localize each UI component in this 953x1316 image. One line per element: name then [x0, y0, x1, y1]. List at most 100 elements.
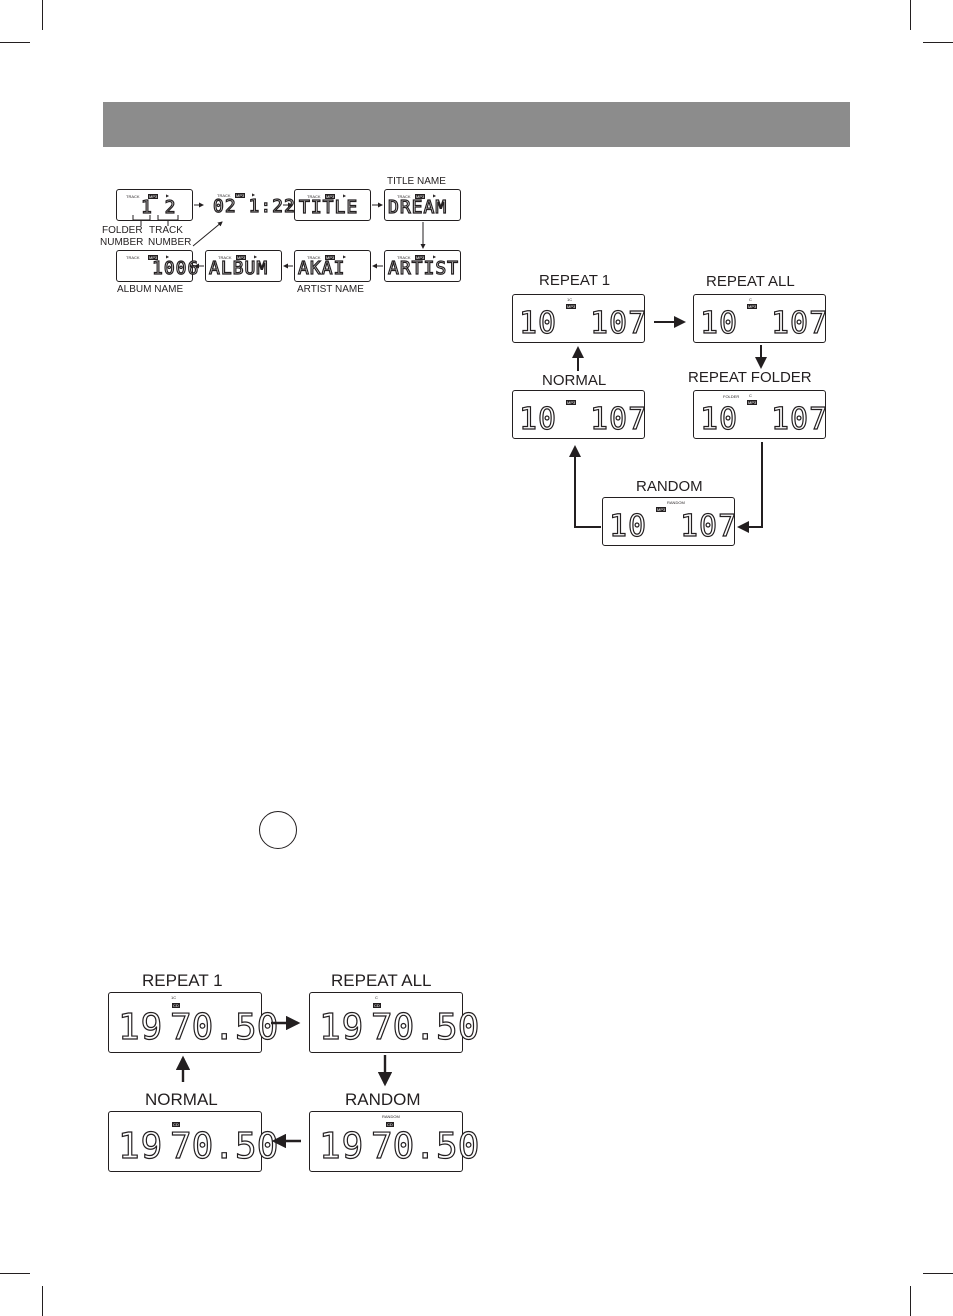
mp3-arrow-to-random — [737, 442, 763, 533]
track-indicator: TRACK — [307, 194, 321, 199]
display-album: ALBUM — [208, 258, 269, 279]
mp3-right-value: 107 — [770, 402, 829, 437]
cd-normal-label: NORMAL — [145, 1090, 218, 1109]
repeat-one-icon: 1C — [171, 995, 177, 1000]
cd-chip: CD — [373, 1003, 381, 1008]
cd-right-value: 70.50 — [169, 1126, 279, 1167]
cd-repeat-all-label: REPEAT ALL — [331, 971, 432, 990]
artist-name-label: ARTIST NAME — [297, 284, 364, 295]
cd-left-value: 19 — [318, 1126, 365, 1167]
mp3-right-value: 107 — [770, 306, 829, 341]
circle-mark — [259, 811, 297, 849]
mp3-chip: MP3 — [415, 194, 426, 199]
mp3-repeat-all-label: REPEAT ALL — [706, 273, 795, 290]
track-number-label-line1: TRACK — [149, 225, 183, 236]
mp3-chip: MP3 — [566, 304, 577, 309]
crop-mark — [42, 1286, 43, 1316]
track-indicator: TRACK — [126, 194, 140, 199]
repeat-one-icon: 1C — [567, 297, 573, 302]
track-number-label-line2: NUMBER — [148, 237, 192, 248]
repeat-icon: C — [375, 995, 378, 1000]
lcd-time: TRACK MP3 ▶ 02 1:22 — [205, 189, 295, 221]
mp3-left-value: 10 — [518, 306, 558, 341]
mp3-lcd-repeat-all: C MP3 10 107 — [693, 294, 829, 343]
random-indicator: RANDOM — [667, 500, 685, 505]
track-indicator: TRACK — [397, 194, 411, 199]
mp3-random-label: RANDOM — [636, 478, 703, 495]
cd-chip: CD — [386, 1122, 394, 1127]
lcd-album-number: TRACK MP3 ▶ 1006 — [116, 250, 199, 282]
play-icon: ▶ — [254, 254, 258, 259]
mp3-repeat-folder-label: REPEAT FOLDER — [688, 369, 812, 386]
track-indicator: TRACK — [218, 255, 232, 260]
crop-mark — [910, 1286, 911, 1316]
cd-left-value: 19 — [318, 1007, 365, 1048]
bracket-folder — [132, 215, 151, 226]
cd-repeat-1-label: REPEAT 1 — [142, 971, 223, 990]
display-time: 02 1:22 — [212, 196, 296, 217]
mp3-chip: MP3 — [747, 304, 758, 309]
track-indicator: TRACK — [217, 193, 231, 198]
cd-left-value: 19 — [117, 1126, 164, 1167]
random-indicator: RANDOM — [382, 1114, 400, 1119]
cd-lcd-normal: CD 19 70.50 — [108, 1111, 279, 1172]
cd-lcd-random: RANDOM CD 19 70.50 — [309, 1111, 480, 1172]
track-indicator: TRACK — [126, 255, 140, 260]
album-name-label: ALBUM NAME — [117, 284, 184, 295]
display-dream: DREAM — [387, 197, 448, 218]
play-icon: ▶ — [343, 193, 347, 198]
mp3-lcd-random: RANDOM MP3 10 107 — [602, 497, 738, 546]
crop-mark — [923, 42, 953, 43]
mp3-lcd-repeat-folder: FOLDER C MP3 10 107 — [693, 390, 829, 439]
cd-chip: CD — [172, 1122, 180, 1127]
folder-number-label-line1: FOLDER — [102, 225, 143, 236]
display-artist: ARTIST — [387, 258, 460, 279]
repeat-icon: C — [749, 393, 752, 398]
mp3-normal-label: NORMAL — [542, 372, 607, 389]
play-icon: ▶ — [252, 192, 256, 197]
play-icon: ▶ — [166, 254, 170, 259]
crop-mark — [910, 0, 911, 30]
mp3-right-value: 107 — [589, 306, 648, 341]
crop-mark — [0, 42, 30, 43]
crop-mark — [42, 0, 43, 30]
folder-indicator: FOLDER — [723, 394, 740, 399]
mp3-chip: MP3 — [148, 194, 159, 199]
mp3-right-value: 107 — [589, 402, 648, 437]
play-icon: ▶ — [343, 254, 347, 259]
title-name-label: TITLE NAME — [387, 176, 446, 187]
mp3-chip: MP3 — [148, 255, 159, 260]
lcd-akai: TRACK MP3 ▶ AKAI — [294, 250, 371, 282]
section-header-bar — [103, 102, 850, 147]
cd-left-value: 19 — [117, 1007, 164, 1048]
mp3-left-value: 10 — [608, 509, 648, 544]
track-indicator: TRACK — [397, 255, 411, 260]
cd-right-value: 70.50 — [370, 1126, 480, 1167]
play-icon: ▶ — [433, 193, 437, 198]
mp3-chip: MP3 — [235, 193, 246, 198]
lcd-album: TRACK MP3 ▶ ALBUM — [205, 250, 282, 282]
cd-right-value: 70.50 — [370, 1007, 480, 1048]
lcd-folder-track: TRACK MP3 ▶ 1 2 — [116, 189, 193, 221]
mp3-chip: MP3 — [236, 255, 247, 260]
lcd-title: TRACK MP3 ▶ TITLE — [294, 189, 371, 221]
cd-lcd-repeat-all: C CD 19 70.50 — [309, 992, 480, 1053]
mp3-chip: MP3 — [415, 255, 426, 260]
mp3-left-value: 10 — [518, 402, 558, 437]
mp3-lcd-normal: MP3 10 107 — [512, 390, 648, 439]
mp3-right-value: 107 — [679, 509, 738, 544]
cd-random-label: RANDOM — [345, 1090, 421, 1109]
mp3-arrow-to-normal — [569, 445, 601, 528]
repeat-icon: C — [749, 297, 752, 302]
mp3-chip: MP3 — [325, 194, 336, 199]
lcd-artist: TRACK MP3 ▶ ARTIST — [384, 250, 461, 282]
folder-number-label-line2: NUMBER — [100, 237, 144, 248]
bracket-track — [157, 215, 179, 226]
cd-chip: CD — [172, 1003, 180, 1008]
track-indicator: TRACK — [307, 255, 321, 260]
cd-lcd-repeat-1: 1C CD 19 70.50 — [108, 992, 279, 1053]
mp3-left-value: 10 — [699, 306, 739, 341]
